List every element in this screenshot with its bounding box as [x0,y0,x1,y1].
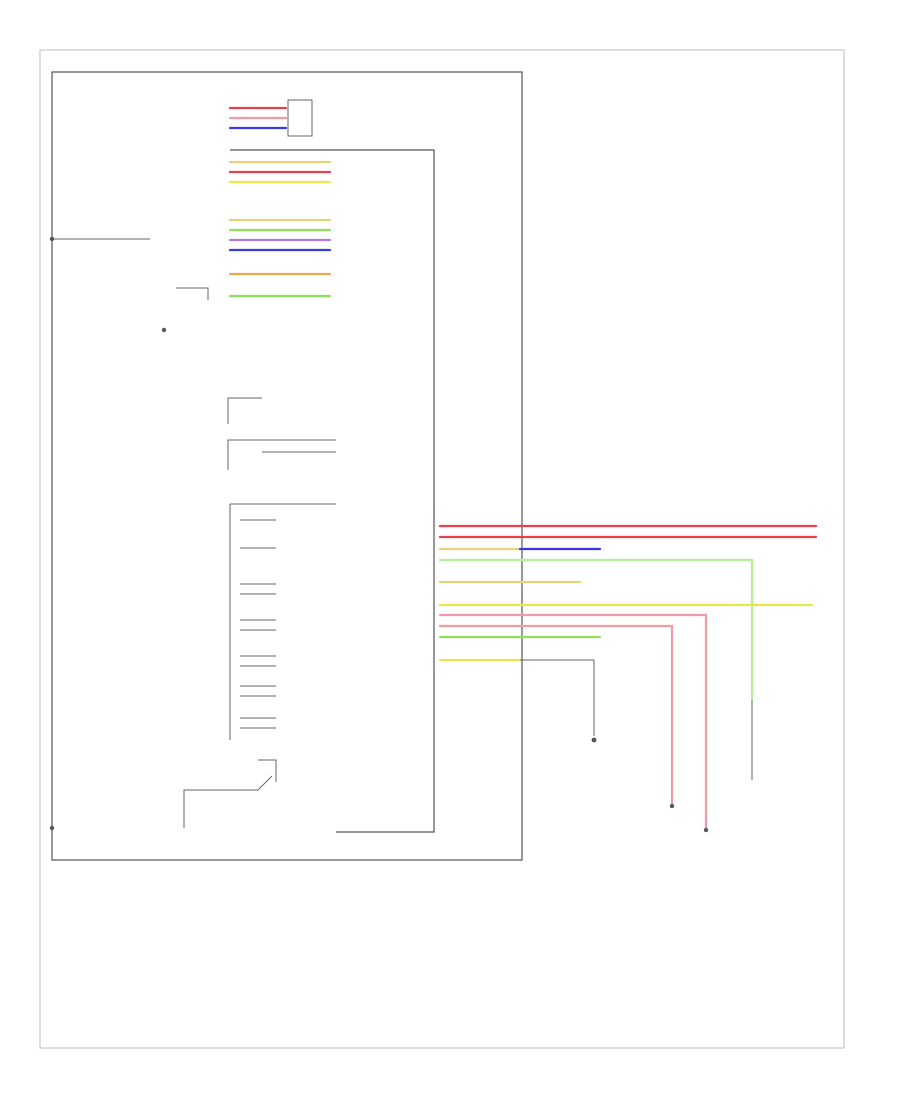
sensor-ground-right [591,737,597,743]
solenoid-4 [240,655,276,667]
transmission-housing [51,71,523,861]
solenoid-5 [240,685,276,697]
solenoid-2 [240,583,276,595]
switch-2 [227,439,336,470]
out-wire-black [520,659,595,736]
top-sensor-box [287,99,313,137]
left-junction-dot-upper [49,236,55,242]
sensor-bracket [176,287,209,300]
solenoid-3 [240,619,276,631]
solenoid-1 [240,519,276,549]
solenoid-6 [240,717,276,729]
sensor-ground-dot [161,327,167,333]
control-module-outline [230,149,435,833]
out-wire-lightgreen [438,558,754,702]
switch-1 [227,397,262,424]
range-switch [183,759,277,828]
module-pin-right [703,827,709,833]
module-pin-left [669,803,675,809]
out-wire-pink-1 [438,613,708,832]
page-frame [39,49,845,1049]
out-wire-pink-2 [438,624,674,808]
left-junction-dot-lower [49,825,55,831]
